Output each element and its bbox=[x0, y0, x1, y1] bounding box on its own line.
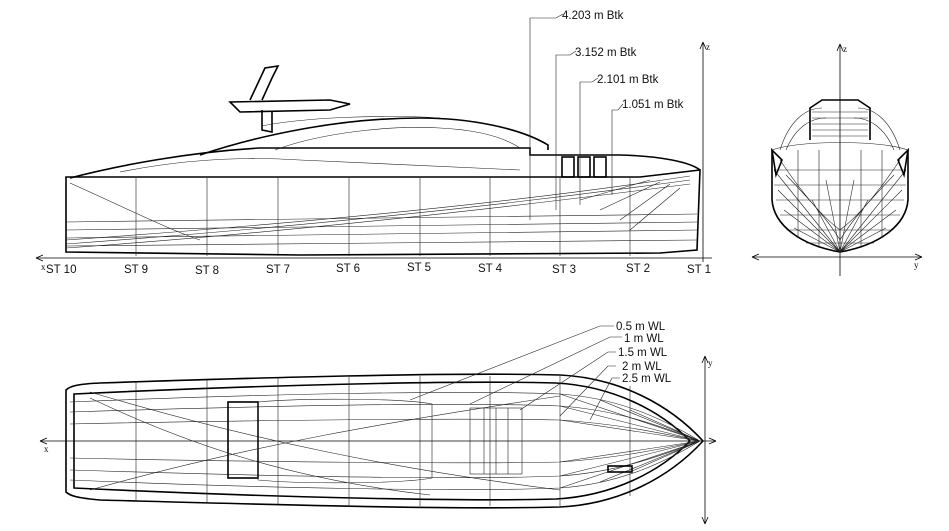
station-label: ST 1 bbox=[687, 264, 711, 276]
profile-waterline bbox=[65, 221, 698, 231]
station-label: ST 9 bbox=[124, 264, 148, 276]
station-label: ST 3 bbox=[552, 264, 576, 276]
profile-sheer-line bbox=[69, 147, 701, 179]
profile-hull-outline bbox=[65, 169, 701, 256]
body-chine-curves bbox=[779, 159, 901, 241]
plan-deck-edge bbox=[73, 381, 692, 501]
body-deck-line bbox=[771, 142, 909, 151]
plan-x-axis-arrows bbox=[39, 437, 717, 445]
plan-y-axis-arrows bbox=[701, 355, 709, 525]
station-label: ST 2 bbox=[626, 263, 650, 275]
plan-diagonal-lines bbox=[89, 391, 561, 496]
waterline-label: 1 m WL bbox=[624, 333, 664, 345]
station-label: ST 5 bbox=[407, 262, 431, 274]
profile-z-axis-label: z bbox=[706, 42, 710, 52]
profile-superstructure bbox=[199, 117, 549, 156]
profile-waterline bbox=[65, 239, 698, 247]
profile-buttock-curve bbox=[65, 183, 691, 249]
body-y-axis-arrows bbox=[751, 253, 923, 261]
body-z-axis-label: z bbox=[843, 44, 847, 54]
profile-radar-arch bbox=[249, 64, 280, 133]
body-superstructure-bands bbox=[812, 111, 868, 137]
plan-cockpit bbox=[227, 401, 259, 479]
waterline-label: 1.5 m WL bbox=[618, 347, 668, 359]
body-plan-view: y z bbox=[751, 43, 923, 276]
buttock-label: 3.152 m Btk bbox=[575, 47, 637, 59]
station-label: ST 8 bbox=[195, 265, 219, 277]
waterline-leader-4 bbox=[559, 365, 616, 417]
waterline-label: 2 m WL bbox=[622, 361, 662, 373]
buttock-label: 4.203 m Btk bbox=[562, 10, 624, 22]
profile-waterline bbox=[65, 213, 698, 223]
body-station-sections bbox=[773, 169, 907, 253]
profile-view: x z bbox=[35, 10, 712, 277]
body-bulwark-port bbox=[770, 147, 783, 178]
profile-waterline bbox=[65, 229, 698, 239]
profile-window-line bbox=[274, 127, 521, 151]
body-z-axis-arrow bbox=[836, 43, 844, 52]
body-cabin-arcs bbox=[779, 107, 901, 151]
profile-hardtop bbox=[228, 99, 351, 113]
waterline-leader-2 bbox=[469, 336, 622, 405]
buttock-leader-3 bbox=[579, 77, 599, 205]
profile-hardtop-underside bbox=[261, 116, 441, 127]
profile-cabin-lower bbox=[119, 158, 521, 173]
plan-anchor-locker bbox=[607, 465, 633, 473]
buttock-leader-1 bbox=[529, 13, 564, 220]
waterline-label: 0.5 m WL bbox=[616, 321, 666, 333]
plan-bow-fan bbox=[559, 393, 701, 489]
station-label: ST 6 bbox=[336, 263, 360, 275]
profile-buttock-curve bbox=[65, 179, 691, 245]
profile-x-axis-label: x bbox=[41, 262, 46, 272]
waterline-leader-3 bbox=[519, 351, 616, 411]
body-bulwark-stbd bbox=[897, 147, 910, 178]
profile-port-3 bbox=[593, 156, 607, 178]
plan-view: x y 0.5 m WL 1 m WL 1.5 m WL 2 m WL 2.5 … bbox=[39, 321, 717, 525]
station-label: ST 10 bbox=[46, 264, 76, 276]
waterline-leader-5 bbox=[589, 377, 620, 421]
body-waterlines bbox=[774, 169, 906, 244]
plan-hull-outline bbox=[65, 373, 705, 509]
profile-x-axis-arrow bbox=[35, 254, 44, 262]
plan-y-axis-label: y bbox=[708, 358, 713, 368]
plan-cabin-outline bbox=[257, 398, 433, 484]
body-superstructure bbox=[809, 99, 871, 140]
buttock-label: 2.101 m Btk bbox=[597, 74, 659, 86]
profile-buttock-curve bbox=[65, 175, 691, 241]
profile-chine-curve bbox=[69, 182, 201, 241]
profile-port-2 bbox=[577, 156, 591, 178]
profile-port-1 bbox=[561, 156, 575, 178]
waterline-leader-1 bbox=[409, 325, 614, 401]
profile-z-axis-arrow bbox=[699, 41, 707, 50]
station-label: ST 4 bbox=[478, 263, 503, 275]
body-y-axis-label: y bbox=[914, 260, 919, 270]
buttock-label: 1.051 m Btk bbox=[622, 99, 684, 111]
profile-station-lines bbox=[135, 178, 631, 256]
plan-hatch-lines bbox=[483, 408, 509, 474]
waterline-label: 2.5 m WL bbox=[622, 373, 672, 385]
plan-x-axis-label: x bbox=[44, 444, 49, 454]
body-buttocks bbox=[797, 150, 883, 248]
buttock-leader-4 bbox=[611, 103, 624, 195]
buttock-leader-2 bbox=[555, 50, 577, 210]
station-label: ST 7 bbox=[266, 264, 290, 276]
